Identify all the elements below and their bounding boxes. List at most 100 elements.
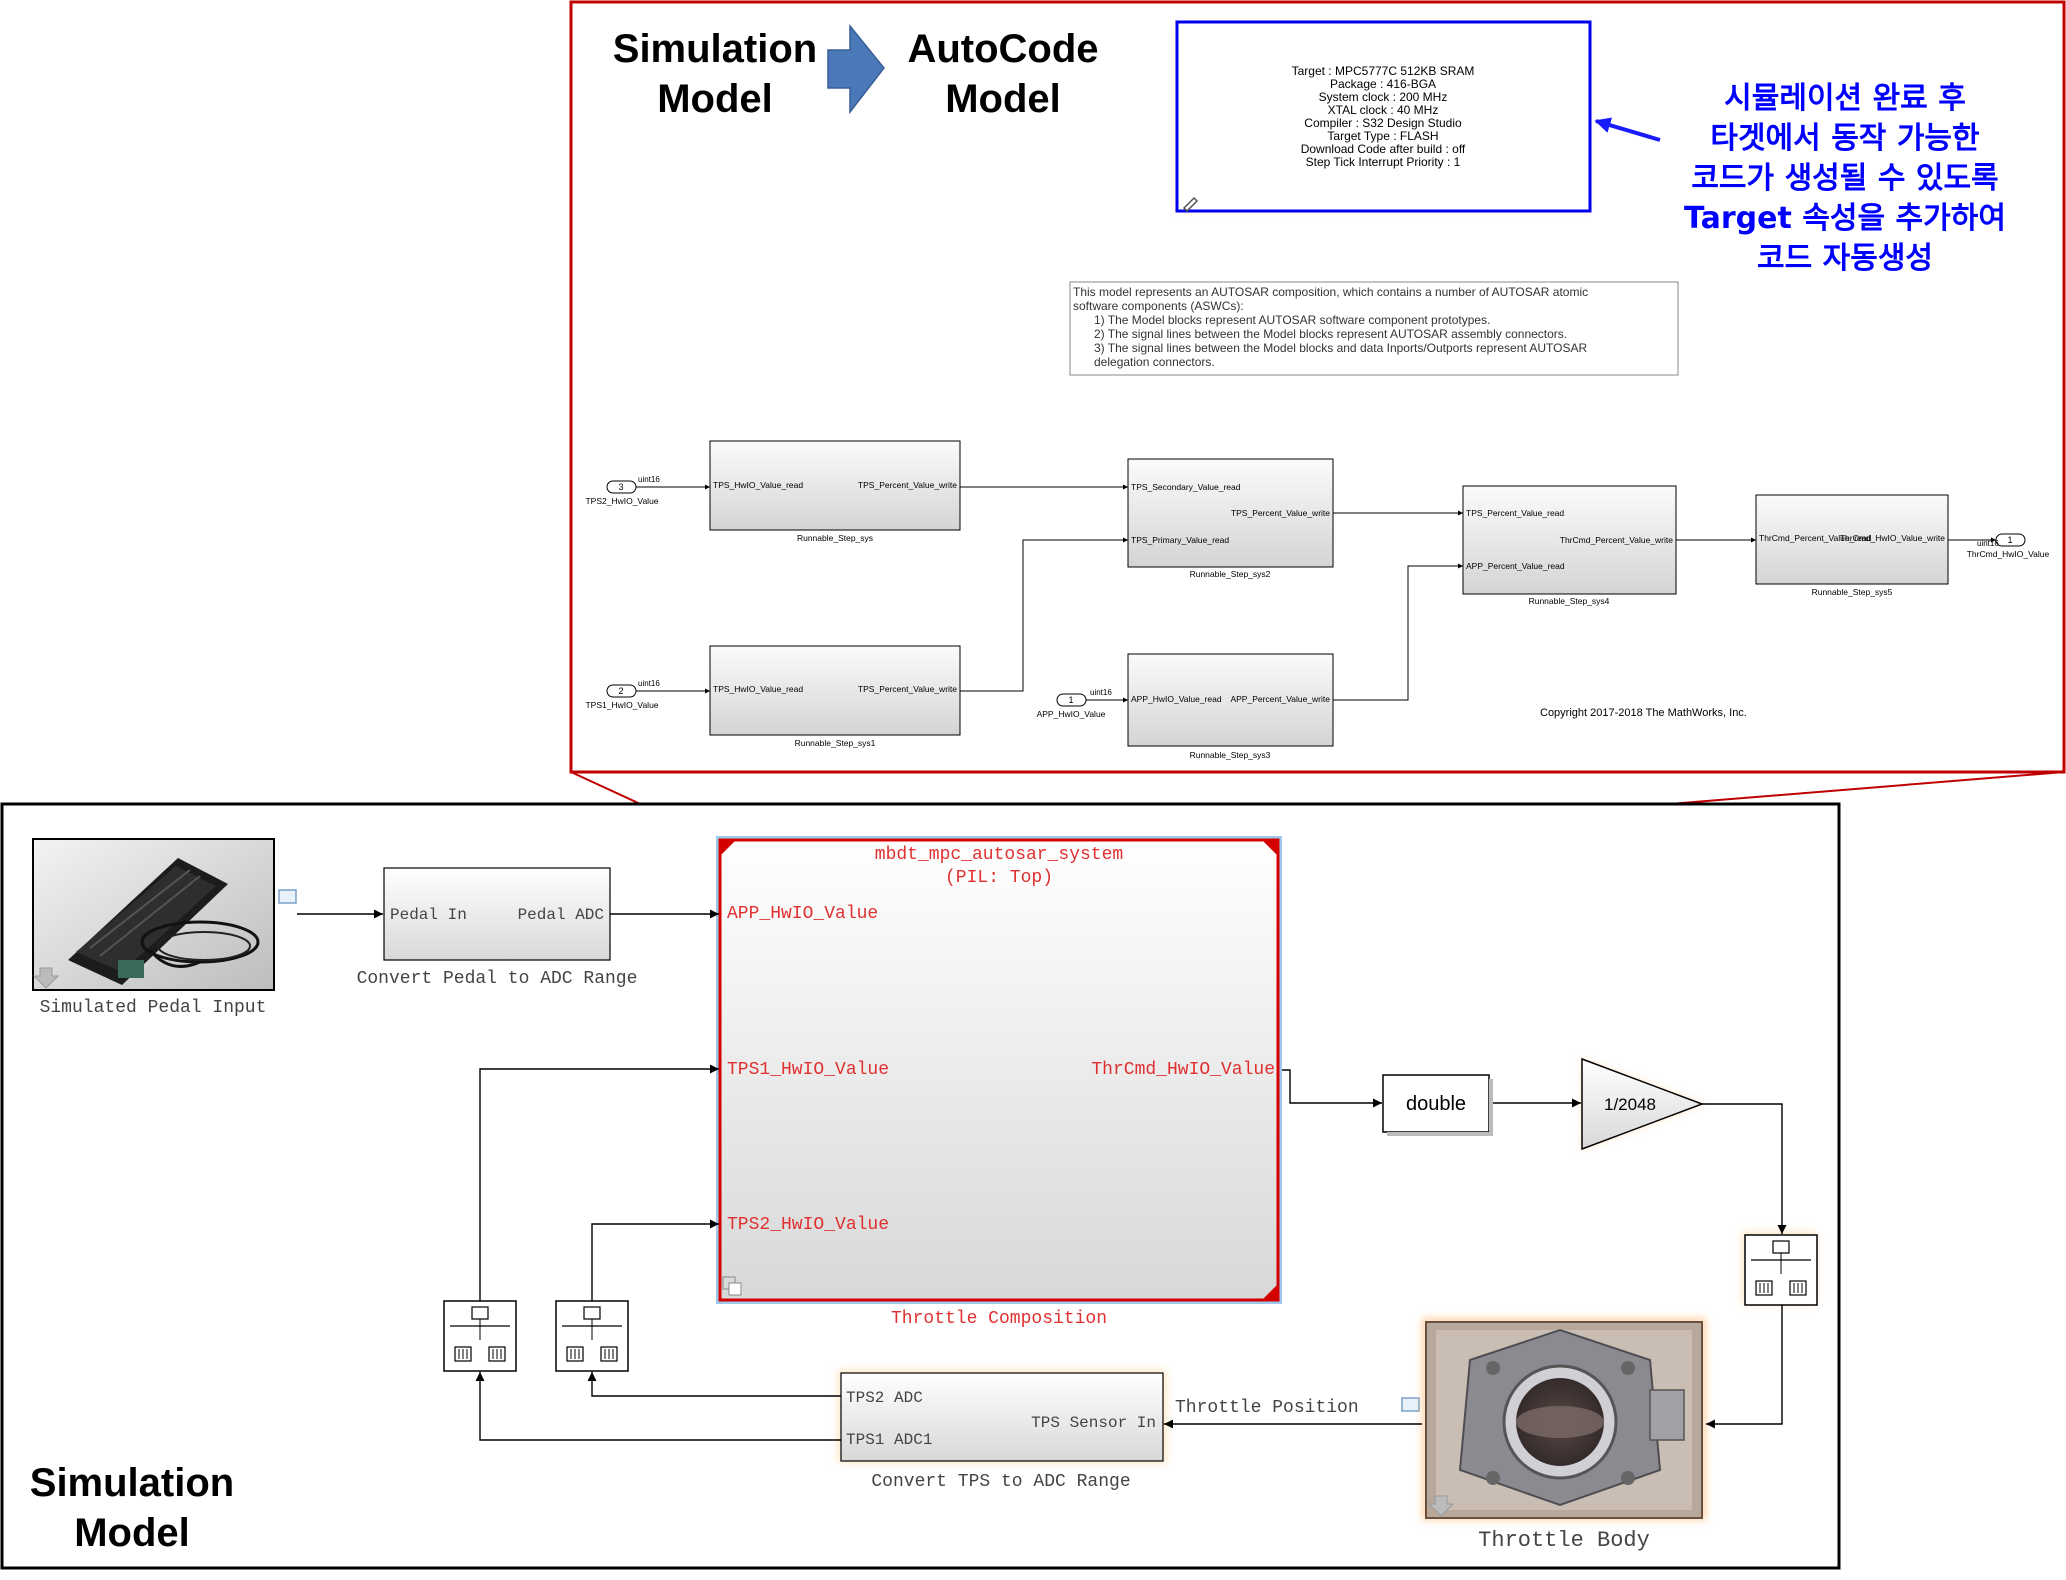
block-name: Convert TPS to ADC Range	[871, 1472, 1130, 1492]
autocode-model-title-2: Model	[945, 77, 1061, 121]
simulation-panel: Simulated Pedal Input Pedal In Pedal ADC…	[0, 802, 1841, 1570]
gain-block[interactable]: 1/2048	[1581, 1057, 1705, 1151]
block-name: Throttle Composition	[891, 1309, 1107, 1329]
outport-number: 1	[2007, 535, 2012, 545]
description-line: 3) The signal lines between the Model bl…	[1094, 341, 1587, 355]
callout-line: 코드 자동생성	[1757, 241, 1933, 276]
runnable-step-sys5-block[interactable]: ThrCmd_Percent_Value_read ThrCmd_HwIO_Va…	[1755, 494, 1949, 597]
signal-label-throttle-position: Throttle Position	[1175, 1398, 1359, 1418]
runnable-step-sys4-block[interactable]: TPS_Percent_Value_read APP_Percent_Value…	[1462, 485, 1677, 606]
down-arrow-icon	[1427, 1495, 1455, 1517]
port-label: TPS_Percent_Value_write	[858, 480, 957, 490]
inport-type: uint16	[1090, 688, 1112, 697]
callout-arrow	[1594, 117, 1661, 142]
inport-type: uint16	[638, 679, 660, 688]
data-type-conversion-block[interactable]: double	[1382, 1074, 1493, 1136]
model-reference-icon	[722, 1276, 742, 1296]
right-arrow-icon	[827, 23, 885, 115]
simulation-model-label-2: Model	[74, 1511, 190, 1555]
composition-subtitle: (PIL: Top)	[945, 868, 1053, 888]
block-name: Convert Pedal to ADC Range	[357, 969, 638, 989]
throttle-composition-block[interactable]: mbdt_mpc_autosar_system (PIL: Top) APP_H…	[716, 836, 1282, 1329]
inport-app[interactable]: 1 uint16 APP_HwIO_Value	[1037, 688, 1113, 719]
description-line: 1) The Model blocks represent AUTOSAR so…	[1094, 313, 1490, 327]
signal-port-icon	[278, 889, 297, 904]
throttle-body-block[interactable]: Throttle Body	[1422, 1318, 1706, 1553]
target-prop-line: XTAL clock : 40 MHz	[1328, 103, 1439, 117]
target-prop-line: Target : MPC5777C 512KB SRAM	[1292, 64, 1475, 78]
copyright-note: Copyright 2017-2018 The MathWorks, Inc.	[1540, 707, 1747, 719]
block-name: Runnable_Step_sys5	[1812, 587, 1893, 597]
block-name: Runnable_Step_sys3	[1190, 750, 1271, 760]
pedal-image-icon	[68, 858, 260, 985]
target-prop-line: Compiler : S32 Design Studio	[1304, 116, 1462, 130]
port-label: Pedal ADC	[518, 906, 604, 924]
inport-tps1[interactable]: 2 uint16 TPS1_HwIO_Value	[585, 679, 660, 710]
block-name: Runnable_Step_sys2	[1190, 569, 1271, 579]
port-label: TPS Sensor In	[1031, 1414, 1156, 1432]
description-line: software components (ASWCs):	[1073, 299, 1244, 313]
bus-selector-left[interactable]	[443, 1300, 517, 1372]
description-line: This model represents an AUTOSAR composi…	[1073, 285, 1588, 299]
bus-selector-right[interactable]	[1742, 1232, 1818, 1306]
description-line: 2) The signal lines between the Model bl…	[1094, 327, 1567, 341]
outport-name: ThrCmd_HwIO_Value	[1967, 549, 2050, 559]
throttle-body-image-icon	[1436, 1328, 1692, 1510]
block-name: Runnable_Step_sys	[797, 533, 873, 543]
block-name: Runnable_Step_sys1	[795, 738, 876, 748]
callout-line: 코드가 생성될 수 있도록	[1691, 161, 1998, 196]
outport-thrcmd[interactable]: 1 uint16 ThrCmd_HwIO_Value	[1967, 533, 2050, 559]
port-label: TPS_Percent_Value_write	[858, 684, 957, 694]
runnable-step-sys-block[interactable]: TPS_HwIO_Value_read TPS_Percent_Value_wr…	[709, 440, 961, 543]
runnable-step-sys1-block[interactable]: TPS_HwIO_Value_read TPS_Percent_Value_wr…	[709, 645, 961, 748]
inport-type: uint16	[638, 475, 660, 484]
inport-name: TPS1_HwIO_Value	[585, 700, 658, 710]
bus-selector-middle[interactable]	[555, 1300, 629, 1372]
inport-number: 2	[618, 686, 623, 696]
signal-port-icon	[1401, 1397, 1420, 1412]
sim-model-title-2: Model	[657, 77, 773, 121]
callout-line: 타겟에서 동작 가능한	[1710, 121, 1980, 156]
convert-pedal-block[interactable]: Pedal In Pedal ADC Convert Pedal to ADC …	[357, 867, 638, 989]
composition-title: mbdt_mpc_autosar_system	[875, 845, 1123, 865]
target-prop-line: Package : 416-BGA	[1330, 77, 1436, 91]
pencil-icon	[1182, 196, 1199, 213]
autocode-model-title: AutoCode	[907, 27, 1098, 71]
port-label: ThrCmd_Percent_Value_read	[1759, 533, 1872, 543]
runnable-step-sys3-block[interactable]: APP_HwIO_Value_read APP_Percent_Value_wr…	[1127, 653, 1334, 760]
simulation-model-label: Simulation	[30, 1461, 234, 1505]
autocode-panel: Simulation Model AutoCode Model Target :…	[569, 0, 2066, 774]
inport-name: APP_HwIO_Value	[1037, 709, 1106, 719]
top-signal-lines	[636, 484, 1996, 703]
conversion-label: double	[1406, 1093, 1466, 1115]
convert-tps-block[interactable]: TPS2 ADC TPS1 ADC1 TPS Sensor In Convert…	[838, 1370, 1166, 1492]
port-label: TPS2_HwIO_Value	[727, 1215, 889, 1235]
port-label: ThrCmd_Percent_Value_write	[1560, 535, 1673, 545]
port-label: APP_HwIO_Value	[727, 904, 878, 924]
down-arrow-icon	[32, 967, 60, 989]
gain-label: 1/2048	[1604, 1095, 1656, 1114]
port-label: TPS_Primary_Value_read	[1131, 535, 1229, 545]
port-label: TPS1 ADC1	[846, 1431, 932, 1449]
port-label: ThrCmd_HwIO_Value	[1091, 1060, 1275, 1080]
port-label: APP_HwIO_Value_read	[1131, 694, 1222, 704]
block-name: Runnable_Step_sys4	[1529, 596, 1610, 606]
port-label: ThrCmd_HwIO_Value_write	[1840, 533, 1945, 543]
bottom-signal-lines	[297, 909, 1787, 1441]
sim-model-title: Simulation	[613, 27, 817, 71]
port-label: TPS2 ADC	[846, 1389, 923, 1407]
target-prop-line: System clock : 200 MHz	[1319, 90, 1448, 104]
inport-number: 1	[1068, 695, 1073, 705]
port-label: TPS_Percent_Value_read	[1466, 508, 1564, 518]
target-prop-line: Target Type : FLASH	[1327, 129, 1438, 143]
callout-line: Target 속성을 추가하여	[1684, 201, 2006, 236]
target-properties-box[interactable]: Target : MPC5777C 512KB SRAM Package : 4…	[1175, 20, 1592, 213]
port-label: Pedal In	[390, 906, 467, 924]
description-line: delegation connectors.	[1094, 355, 1215, 369]
model-description-note[interactable]: This model represents an AUTOSAR composi…	[1069, 281, 1679, 376]
runnable-step-sys2-block[interactable]: TPS_Secondary_Value_read TPS_Primary_Val…	[1127, 458, 1334, 579]
port-label: TPS_HwIO_Value_read	[713, 684, 803, 694]
simulated-pedal-input-block[interactable]: Simulated Pedal Input	[32, 838, 297, 1018]
target-prop-line: Step Tick Interrupt Priority : 1	[1306, 155, 1461, 169]
block-name: Throttle Body	[1478, 1528, 1650, 1553]
